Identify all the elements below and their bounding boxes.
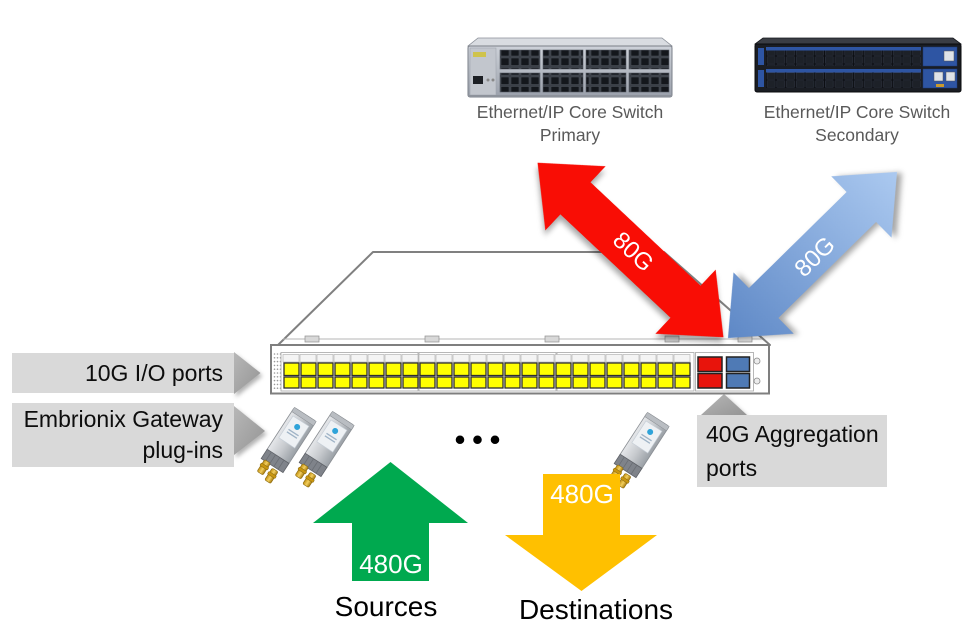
secondary-link-arrow: 80G: [727, 171, 898, 339]
io-port: [351, 376, 368, 389]
io-port: [572, 376, 589, 389]
io-port: [317, 362, 334, 377]
aggregation-callout-line1: 40G Aggregation: [706, 421, 879, 447]
io-port: [436, 376, 453, 389]
io-port: [640, 376, 657, 389]
io-port: [283, 362, 300, 377]
io-port: [351, 362, 368, 377]
io-port: [538, 362, 555, 377]
io-port: [385, 362, 402, 377]
screw-icon: [753, 357, 761, 365]
io-port: [504, 376, 521, 389]
gateway-callout: Embrionix Gateway plug-ins: [12, 403, 234, 467]
io-port: [521, 376, 538, 389]
io-port: [572, 362, 589, 377]
io-port: [589, 362, 606, 377]
agg-port-blue: [725, 356, 751, 373]
destinations-bandwidth-label: 480G: [550, 479, 614, 509]
io-port: [640, 362, 657, 377]
io-port: [470, 376, 487, 389]
io-port: [487, 362, 504, 377]
secondary-switch-row: [758, 68, 958, 89]
io-port: [589, 376, 606, 389]
chassis-tabs: [304, 335, 753, 343]
io-ports-callout-label: 10G I/O ports: [84, 360, 223, 386]
io-port: [623, 362, 640, 377]
io-port: [436, 362, 453, 377]
io-ports-callout-arrow-icon: [234, 352, 261, 394]
secondary-caption-line2: Secondary: [815, 125, 899, 145]
vent-dots: [273, 353, 282, 390]
io-port: [368, 376, 385, 389]
io-port: [453, 362, 470, 377]
io-port: [623, 376, 640, 389]
io-port: [300, 362, 317, 377]
secondary-core-switch-image: [753, 37, 963, 93]
secondary-switch-row: [758, 46, 958, 67]
gateway-callout-line1: Embrionix Gateway: [23, 406, 223, 432]
sources-flow-arrow: 480G: [313, 462, 468, 581]
io-port: [453, 376, 470, 389]
io-port: [402, 376, 419, 389]
io-port: [419, 376, 436, 389]
io-port: [555, 376, 572, 389]
primary-core-switch-image: [466, 37, 674, 98]
aggregation-callout: 40G Aggregation ports: [697, 415, 887, 487]
aggregation-ports-blue: [725, 356, 751, 389]
screw-icon: [753, 377, 761, 385]
io-port: [470, 362, 487, 377]
aggregation-callout-arrow-icon: [701, 394, 747, 415]
io-port: [674, 362, 691, 377]
io-port: [521, 362, 538, 377]
primary-switch-caption: Ethernet/IP Core Switch Primary: [460, 101, 680, 147]
secondary-caption-line1: Ethernet/IP Core Switch: [763, 102, 951, 122]
primary-caption-line2: Primary: [539, 125, 601, 145]
io-port: [419, 362, 436, 377]
io-port: [657, 376, 674, 389]
io-port: [504, 362, 521, 377]
aggregation-ports-red: [697, 356, 723, 389]
sources-caption: Sources: [334, 591, 438, 622]
agg-port-red: [697, 356, 723, 373]
destinations-caption: Destinations: [518, 594, 674, 625]
io-port: [368, 362, 385, 377]
port-cages: [282, 354, 691, 363]
io-port: [674, 376, 691, 389]
agg-port-red: [697, 372, 723, 389]
primary-caption-line1: Ethernet/IP Core Switch: [476, 102, 664, 122]
io-port: [606, 362, 623, 377]
io-ports-grid: [283, 362, 691, 389]
io-port: [385, 376, 402, 389]
io-ports-callout: 10G I/O ports: [12, 353, 234, 393]
io-port: [402, 362, 419, 377]
io-port: [538, 376, 555, 389]
sources-bandwidth-label: 480G: [359, 549, 423, 579]
gateway-callout-arrow-icon: [234, 406, 265, 455]
io-port: [487, 376, 504, 389]
destinations-flow-arrow: 480G: [505, 474, 657, 591]
sfp-module: [251, 406, 317, 487]
io-port: [606, 376, 623, 389]
secondary-switch-caption: Ethernet/IP Core Switch Secondary: [747, 101, 967, 147]
io-port: [334, 362, 351, 377]
io-port: [555, 362, 572, 377]
io-port: [300, 376, 317, 389]
aggregation-callout-line2: ports: [706, 455, 758, 481]
gateway-callout-line2: plug-ins: [142, 437, 223, 463]
io-port: [283, 376, 300, 389]
agg-port-blue: [725, 372, 751, 389]
primary-switch-port-blocks: [499, 49, 670, 93]
io-port: [334, 376, 351, 389]
ellipsis-dots: •••: [455, 424, 508, 457]
io-port: [657, 362, 674, 377]
io-port: [317, 376, 334, 389]
